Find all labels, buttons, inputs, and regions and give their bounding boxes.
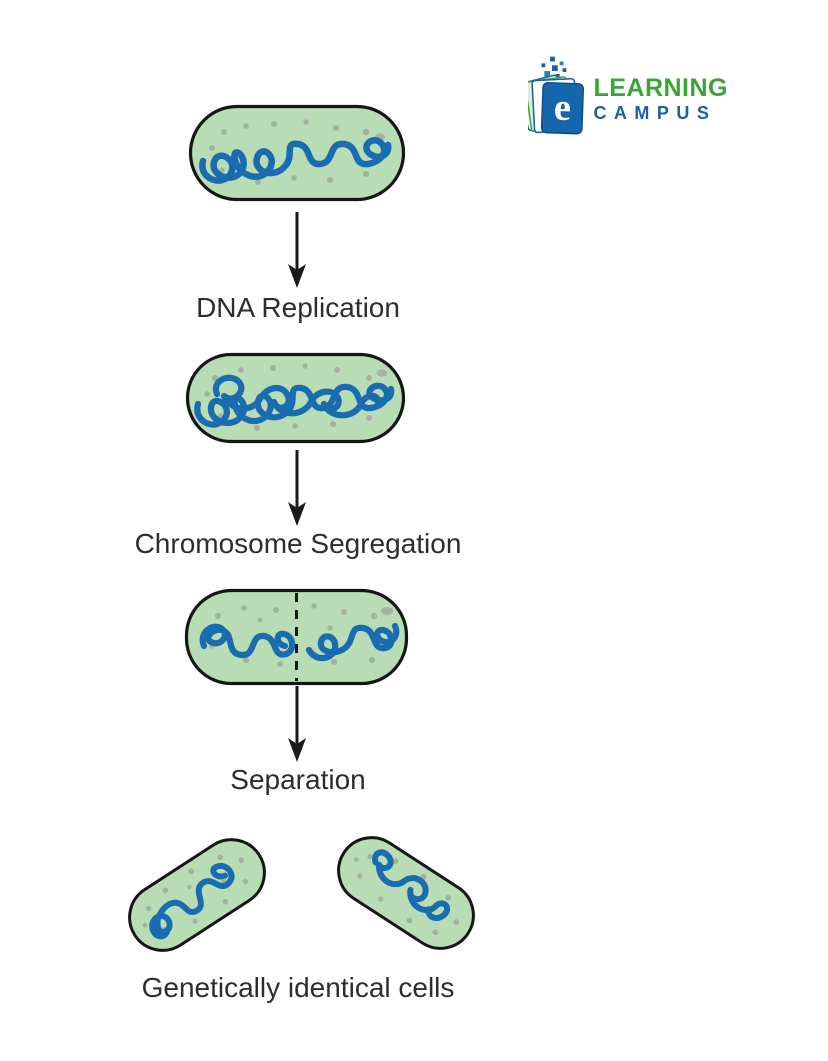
ribosome-dots bbox=[353, 853, 460, 936]
daughter-cell-left bbox=[128, 838, 266, 952]
step-label-separation: Separation bbox=[230, 764, 366, 795]
replicated-cell bbox=[185, 352, 406, 444]
elearning-campus-logo: e LEARNING CAMPUS bbox=[528, 54, 728, 140]
parent-cell bbox=[188, 104, 406, 202]
chromosome-dna bbox=[149, 862, 235, 940]
segregating-cell bbox=[184, 588, 409, 686]
step-label-chromosome-segregation: Chromosome Segregation bbox=[134, 528, 462, 559]
elearning-book-icon: e bbox=[528, 56, 585, 135]
book-cover: e bbox=[540, 82, 585, 135]
arrow-down-icon bbox=[288, 450, 306, 526]
pixel-squares-icon bbox=[541, 56, 567, 78]
arrow-down-icon bbox=[288, 686, 306, 762]
duplicated-chromosomes-dna bbox=[194, 374, 395, 428]
logo-wordmark: LEARNING CAMPUS bbox=[593, 54, 728, 140]
chromosome-dna bbox=[372, 849, 451, 922]
final-label-genetically-identical-cells: Genetically identical cells bbox=[141, 972, 455, 1003]
logo-letter-e: e bbox=[553, 86, 572, 129]
chromosome-dna bbox=[199, 137, 392, 184]
ribosome-dots bbox=[204, 363, 388, 431]
daughter-cell-right bbox=[337, 836, 475, 950]
ribosome-dots bbox=[209, 603, 393, 667]
step-label-dna-replication: DNA Replication bbox=[196, 292, 400, 323]
arrow-down-icon bbox=[288, 212, 306, 288]
logo-campus-text: CAMPUS bbox=[593, 103, 717, 123]
logo-learning-text: LEARNING bbox=[593, 74, 728, 102]
segregated-chromosomes-dna bbox=[199, 622, 400, 662]
